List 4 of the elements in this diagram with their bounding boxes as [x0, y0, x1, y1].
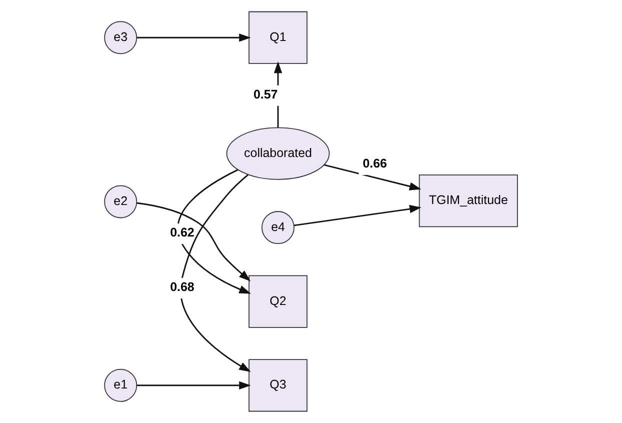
edge-label: 0.62: [170, 226, 194, 240]
edge-label: 0.68: [170, 280, 194, 294]
edge-label: 0.57: [253, 87, 278, 102]
edge-label: 0.66: [362, 156, 387, 171]
